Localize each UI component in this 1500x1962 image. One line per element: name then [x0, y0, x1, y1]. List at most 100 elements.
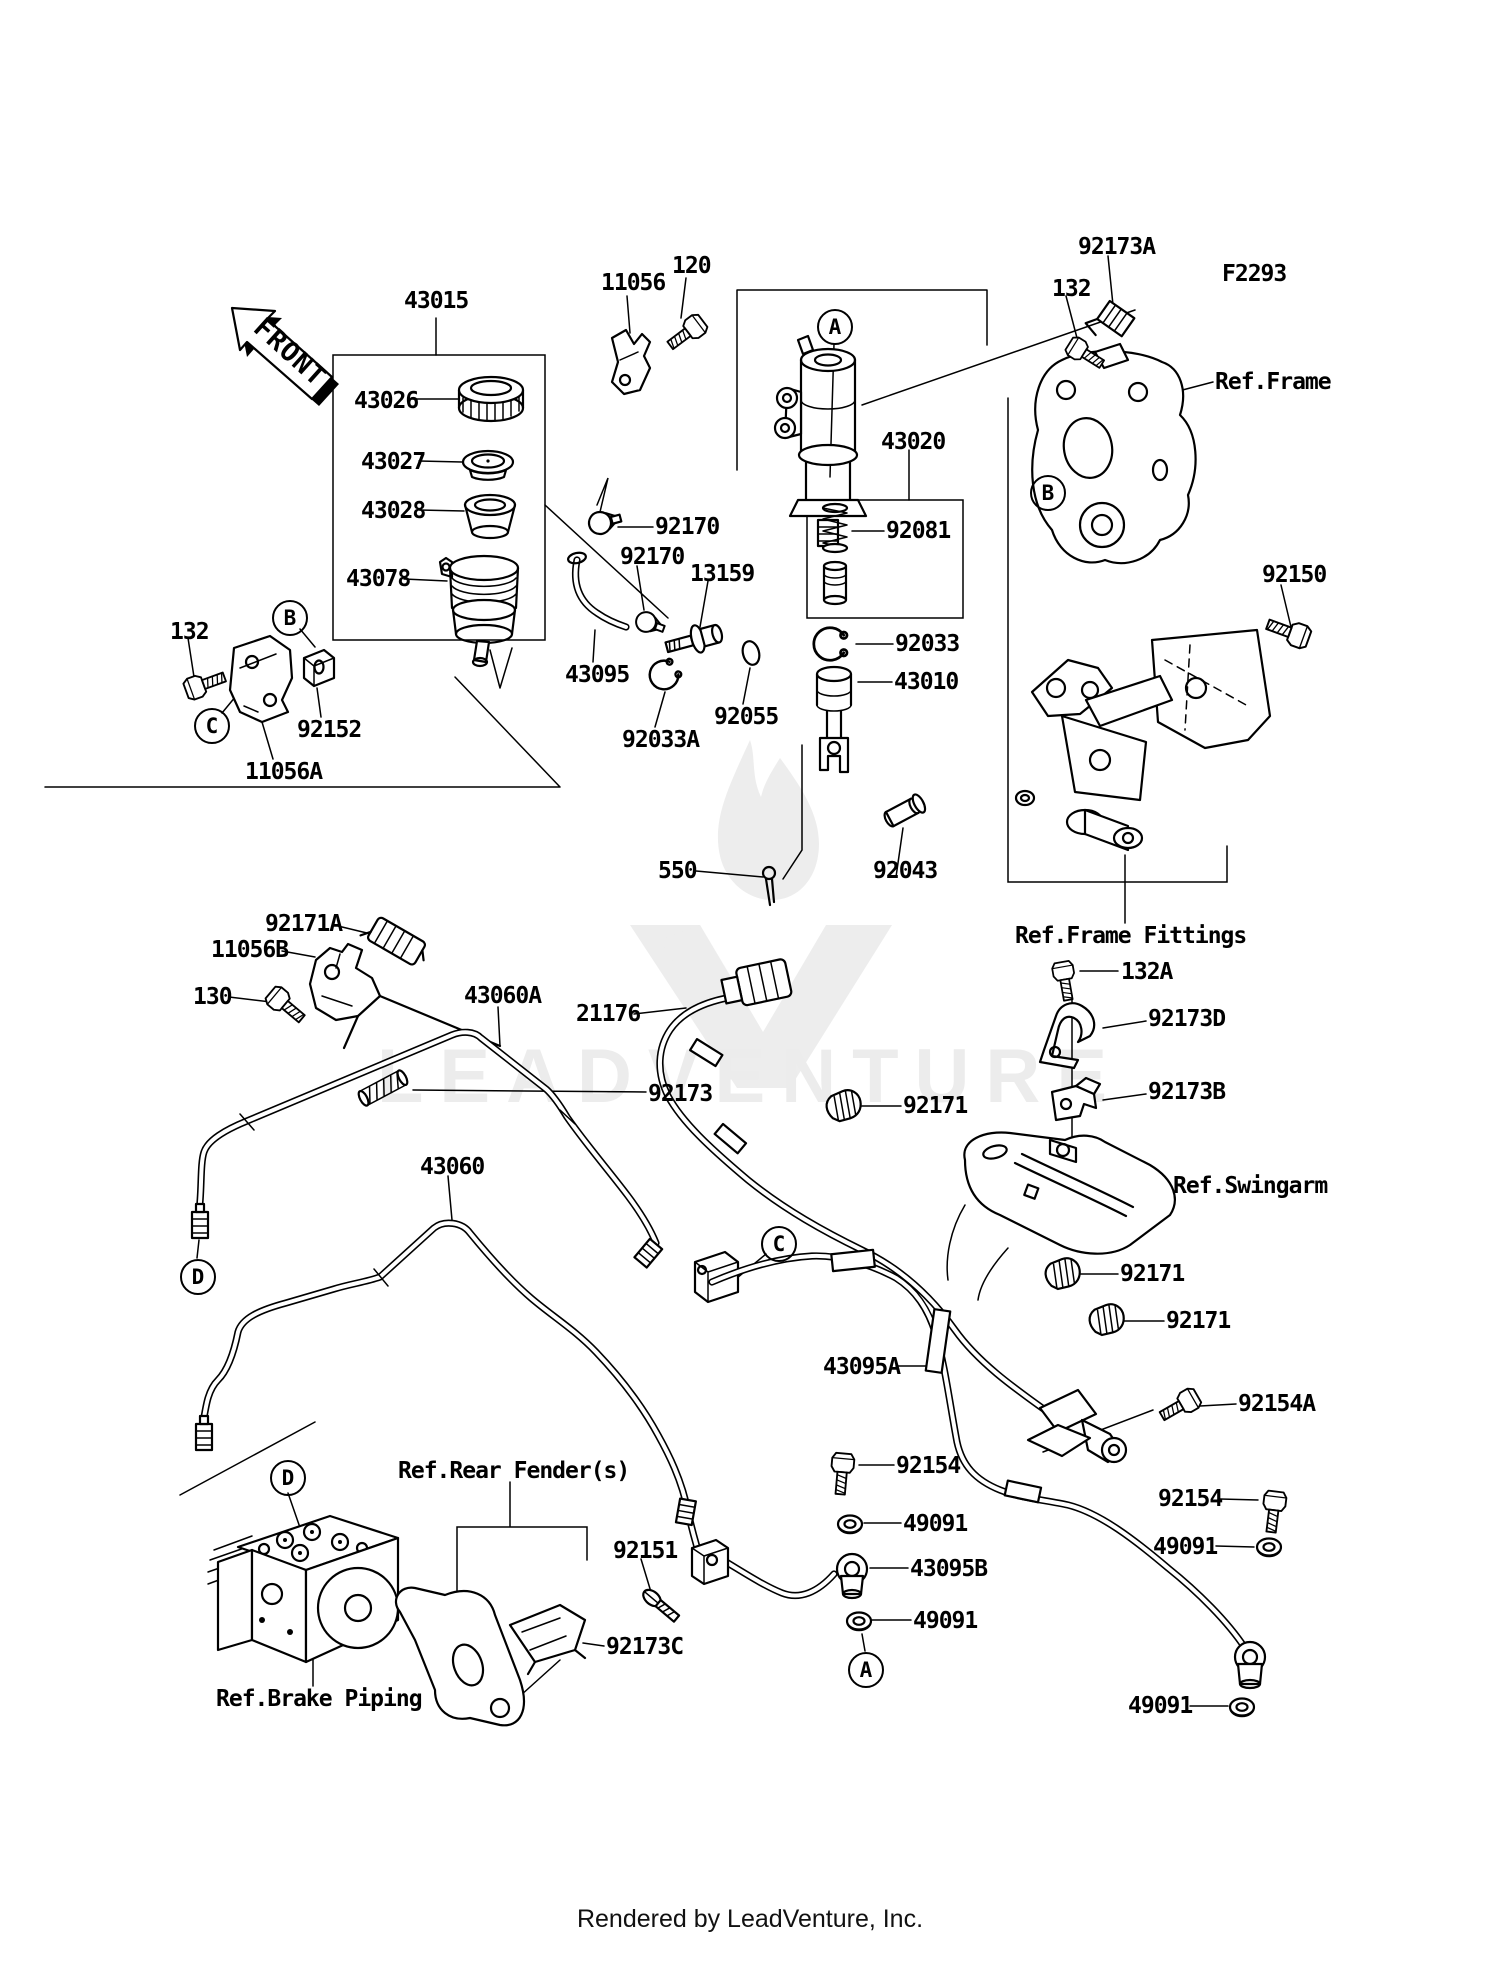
part-label-92173C: 92173C — [606, 1634, 684, 1660]
callout-B-stay: B — [272, 600, 308, 636]
banjo-end-right-drawing — [1233, 1640, 1267, 1690]
part-label-92154-left: 92154 — [896, 1453, 961, 1479]
pipe-fitting-43060-end — [674, 1497, 697, 1527]
leader-lines — [187, 255, 1292, 1707]
part-label-92081: 92081 — [886, 518, 951, 544]
ref-label-frame-fittings: Ref.Frame Fittings — [1015, 923, 1247, 949]
pipe-fitting-43060A-end — [633, 1237, 664, 1269]
part-label-43078: 43078 — [346, 566, 411, 592]
ref-frame-bracket-drawing — [1031, 342, 1197, 565]
clamp-92173C-drawing — [508, 1603, 587, 1676]
part-label-92033A: 92033A — [622, 727, 700, 753]
hose-sleeve — [1003, 1479, 1043, 1504]
part-label-92173D: 92173D — [1148, 1006, 1226, 1032]
hose-sleeve — [830, 1248, 876, 1273]
part-label-92043: 92043 — [873, 858, 938, 884]
part-label-43028: 43028 — [361, 498, 426, 524]
part-label-92154A: 92154A — [1238, 1391, 1316, 1417]
leadventure-watermark-logo — [630, 740, 892, 1088]
part-label-92171-3: 92171 — [1166, 1308, 1231, 1334]
callout-C-joint: C — [761, 1226, 797, 1262]
sensor-connector-drawing — [720, 958, 793, 1007]
pipe-joint-ticks — [239, 1109, 576, 1287]
part-label-92171A: 92171A — [265, 911, 343, 937]
part-label-92170-2: 92170 — [620, 544, 685, 570]
ref-label-brake-piping: Ref.Brake Piping — [216, 1686, 423, 1712]
diaphragm-plate-drawing — [461, 449, 515, 481]
cotter-pin-drawing — [761, 865, 777, 907]
part-label-92171-1: 92171 — [903, 1093, 968, 1119]
part-label-43027: 43027 — [361, 449, 426, 475]
part-label-49091-1: 49091 — [903, 1511, 968, 1537]
washer-49091-drawing — [845, 1611, 873, 1632]
stay-bracket-drawing — [610, 328, 652, 396]
callout-C-stay: C — [194, 708, 230, 744]
diaphragm-cup-drawing — [463, 493, 517, 540]
clamp-92170-drawing — [585, 505, 625, 538]
banjo-block-drawing — [690, 1538, 730, 1586]
callout-A-banjo: A — [848, 1652, 884, 1688]
callout-A-master-cylinder: A — [817, 309, 853, 345]
ref-label-rear-fenders: Ref.Rear Fender(s) — [398, 1458, 630, 1484]
bolt-92154A-drawing — [1155, 1385, 1204, 1427]
banjo-end-43095B-drawing — [835, 1552, 869, 1600]
hose-collar — [713, 1122, 748, 1155]
clamp-screw-line — [596, 477, 609, 513]
hose-end — [567, 551, 587, 565]
reservoir-drawing — [438, 554, 520, 689]
part-label-132-left: 132 — [170, 619, 210, 645]
bolt-132A-drawing — [1050, 959, 1080, 1003]
washer-49091-drawing — [836, 1514, 864, 1535]
part-label-92150: 92150 — [1262, 562, 1327, 588]
part-label-92170-1: 92170 — [655, 514, 720, 540]
pipe-fitting-D2 — [194, 1414, 214, 1452]
bolt-132-left-drawing — [181, 665, 230, 703]
part-label-43060A: 43060A — [464, 983, 542, 1009]
part-label-92154-right: 92154 — [1158, 1486, 1223, 1512]
clamp-92173D-drawing — [1038, 1002, 1096, 1070]
part-label-49091-4: 49091 — [1128, 1693, 1193, 1719]
part-label-92173B: 92173B — [1148, 1079, 1226, 1105]
pipe-fitting-D1 — [190, 1202, 210, 1240]
abs-unit-drawing — [207, 1514, 400, 1664]
piston-spring-drawing — [821, 502, 849, 606]
clamp-92173A-drawing — [1084, 299, 1136, 338]
callout-D-abs-unit: D — [270, 1460, 306, 1496]
bolt-92154-left-drawing — [828, 1451, 856, 1497]
part-label-49091-3: 49091 — [1153, 1534, 1218, 1560]
part-label-130: 130 — [193, 984, 233, 1010]
ref-label-frame: Ref.Frame — [1215, 369, 1332, 395]
part-label-F2293: F2293 — [1222, 261, 1287, 287]
part-label-43060: 43060 — [420, 1154, 485, 1180]
part-label-92152: 92152 — [297, 717, 362, 743]
front-arrow: FRONT — [230, 306, 339, 406]
part-label-92171-2: 92171 — [1120, 1261, 1185, 1287]
hose-sleeve — [924, 1308, 952, 1374]
part-label-43095A: 43095A — [823, 1354, 901, 1380]
part-label-21176: 21176 — [576, 1001, 641, 1027]
part-label-43010: 43010 — [894, 669, 959, 695]
part-label-92173: 92173 — [648, 1081, 713, 1107]
clamp-92173B-drawing — [1050, 1076, 1102, 1122]
part-label-92173A: 92173A — [1078, 234, 1156, 260]
oring-92055-drawing — [741, 640, 761, 666]
frame-fittings-drawing — [1014, 628, 1272, 852]
part-label-92151: 92151 — [613, 1538, 678, 1564]
clamp-92171A-drawing — [359, 916, 427, 966]
hose-collar — [688, 1038, 724, 1068]
bracket-11056A-drawing — [228, 634, 294, 724]
push-rod-drawing — [815, 665, 853, 774]
callout-B-frame-bracket: B — [1030, 475, 1066, 511]
part-label-43020: 43020 — [881, 429, 946, 455]
part-label-92055: 92055 — [714, 704, 779, 730]
ref-swingarm-drawing — [946, 1131, 1176, 1301]
construction-lines — [44, 289, 1228, 1606]
screw-92151-drawing — [642, 1588, 681, 1623]
part-label-550: 550 — [658, 858, 698, 884]
part-label-11056B: 11056B — [211, 937, 289, 963]
part-label-92033: 92033 — [895, 631, 960, 657]
washer-49091-drawing — [1255, 1537, 1283, 1558]
bolt-92150-drawing — [1262, 612, 1314, 652]
